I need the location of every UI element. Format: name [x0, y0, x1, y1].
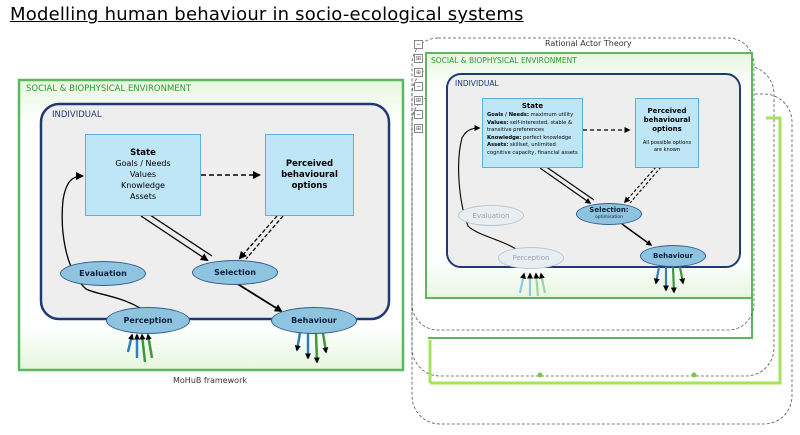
left-env-label: SOCIAL & BIOPHYSICAL ENVIRONMENT [26, 84, 192, 94]
right-state-assets: Assets: skillset, unlimited cognitive ca… [487, 142, 578, 156]
left-evaluation-oval: Evaluation [60, 261, 146, 286]
left-perceived-box: Perceived behavioural options [265, 134, 354, 216]
collapse-icon[interactable]: − [414, 110, 423, 119]
dashed-frame-front [411, 37, 755, 331]
state-line-assets: Assets [129, 192, 157, 201]
right-perception-oval: Perception [498, 247, 564, 269]
state-line-goals: Goals / Needs [115, 159, 171, 168]
collapse-icon[interactable]: − [414, 82, 423, 91]
right-behaviour-oval: Behaviour [640, 245, 706, 267]
state-title: State [130, 148, 156, 158]
left-perception-oval: Perception [106, 307, 190, 334]
right-individual-label: INDIVIDUAL [455, 79, 499, 88]
perceived-title: Perceived behavioural options [281, 158, 338, 191]
right-selection-oval: Selection: optimisation [576, 203, 642, 225]
right-evaluation-oval: Evaluation [458, 205, 524, 226]
right-selection-sub: optimisation [595, 215, 623, 220]
right-perceived-title: Perceived behavioural options [643, 107, 691, 133]
expand-icon[interactable]: ⊕ [414, 68, 423, 77]
right-perceived-note: All possible options are known [642, 140, 692, 153]
state-line-knowledge: Knowledge [121, 181, 165, 190]
collapse-icon[interactable]: − [414, 40, 423, 49]
left-behaviour-oval: Behaviour [271, 307, 357, 334]
left-caption: MoHuB framework [173, 376, 247, 385]
right-state-goals: Goals / Needs: maximum utility [487, 112, 574, 118]
right-selection-label: Selection: [589, 206, 629, 214]
right-caption: Rational Actor Theory [545, 39, 632, 48]
right-state-knowledge: Knowledge: perfect knowledge [487, 134, 572, 141]
right-perceived-box: Perceived behavioural options All possib… [635, 98, 699, 168]
right-state-values: Values: self-interested, stable & transi… [487, 119, 573, 134]
left-individual-label: INDIVIDUAL [52, 110, 102, 120]
left-selection-oval: Selection [192, 260, 278, 285]
right-state-title: State [521, 102, 544, 110]
expand-icon[interactable]: ⊞ [414, 124, 423, 133]
expand-icon[interactable]: ⊞ [414, 54, 423, 63]
left-state-box: State Goals / Needs Values Knowledge Ass… [85, 134, 201, 216]
lime-frame [430, 116, 782, 385]
page-title: Modelling human behaviour in socio-ecolo… [10, 4, 524, 25]
outline-toggle-icons[interactable]: − ⊞ ⊕ − ⊞ − ⊞ [414, 40, 424, 138]
right-env-label: SOCIAL & BIOPHYSICAL ENVIRONMENT [431, 56, 577, 65]
expand-icon[interactable]: ⊞ [414, 96, 423, 105]
right-state-box: State Goals / Needs: maximum utility Val… [482, 98, 583, 168]
state-line-values: Values [129, 170, 157, 179]
